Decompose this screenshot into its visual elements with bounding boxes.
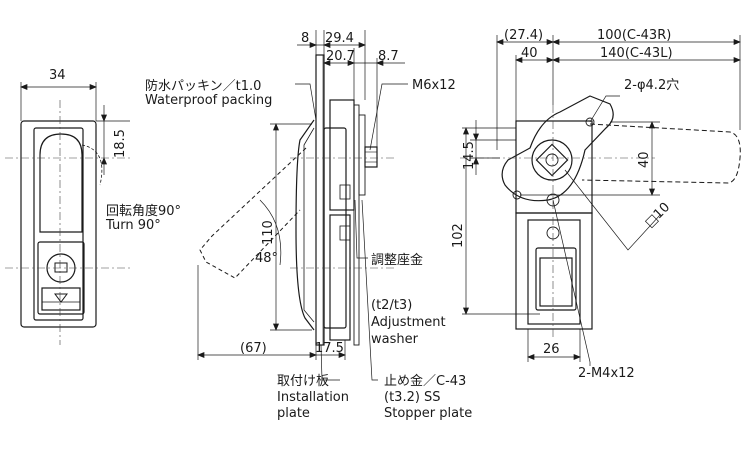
turn-label-en: Turn 90°	[105, 218, 161, 233]
front-keyhole	[54, 262, 68, 273]
m6-screw-head	[364, 146, 378, 168]
dim-back-102	[462, 127, 540, 315]
mounting-screw-lower	[339, 225, 351, 241]
latch-body-outline	[295, 119, 315, 331]
dim-side-110	[270, 123, 312, 331]
dim-8-7-label: 8.7	[378, 49, 399, 64]
dim-40v-label: 40	[637, 151, 652, 168]
hole-label: 2-φ4.2穴	[624, 78, 679, 93]
cam-hub	[531, 139, 573, 181]
back-view	[501, 95, 741, 330]
washer-label-en2: washer	[371, 332, 419, 347]
back-housing-lower	[515, 212, 593, 330]
dim-side-bottom	[197, 265, 346, 360]
dim-18-5-label: 18.5	[113, 129, 128, 158]
dim-102-label: 102	[451, 223, 466, 248]
plate-label-en1: Installation	[277, 390, 349, 405]
back-window-inner	[539, 257, 573, 307]
front-outer-body	[20, 120, 97, 328]
rear-housing	[323, 127, 347, 329]
front-pushbutton	[41, 287, 81, 311]
side-leaders	[295, 83, 408, 381]
packing-label-en: Waterproof packing	[145, 93, 272, 108]
m4-leader	[552, 199, 591, 366]
washer-label-t: (t2/t3)	[371, 298, 412, 313]
dim-back-top	[496, 35, 741, 150]
plate-label-jp: 取付け板	[277, 374, 329, 389]
stopper-plate	[358, 114, 366, 196]
back-housing-inner	[527, 219, 581, 325]
dim-back-40v	[520, 121, 660, 196]
dim-14-5-label: 14.5	[462, 141, 477, 170]
rear-housing-lower	[329, 214, 351, 341]
dim-front-width	[20, 82, 97, 121]
front-handle	[39, 133, 83, 233]
dim-26-label: 26	[543, 342, 560, 357]
front-inner-body	[33, 127, 84, 321]
plate-label-en2: plate	[277, 406, 310, 421]
packing-label-jp: 防水パッキン／t1.0	[145, 78, 261, 94]
dim-100-label: 100(C-43R)	[597, 28, 671, 43]
cam-square	[535, 143, 569, 177]
dim-27-4-label: (27.4)	[504, 28, 543, 43]
front-view	[20, 120, 97, 328]
m6-label: M6x12	[412, 78, 456, 93]
mounting-screw-upper	[339, 184, 351, 200]
m4-label: 2-M4x12	[578, 366, 635, 381]
square-label: □10	[642, 200, 673, 231]
side-view	[199, 54, 378, 346]
dim-48-label: 48°	[255, 251, 278, 266]
front-lower-panel	[37, 241, 85, 315]
angle-arc-48	[259, 199, 282, 266]
turn-arc	[81, 144, 103, 186]
back-window	[535, 247, 577, 311]
dim-34-label: 34	[49, 68, 66, 83]
washer-label-en1: Adjustment	[371, 315, 446, 330]
dim-8-label: 8	[301, 31, 309, 46]
dim-20-7-label: 20.7	[326, 49, 355, 64]
dim-40-label: 40	[521, 46, 538, 61]
dim-side-top	[297, 30, 405, 147]
dim-back-14-5	[470, 120, 516, 175]
dim-140-label: 140(C-43L)	[600, 46, 673, 61]
adjustment-washer	[353, 104, 360, 346]
front-centerlines	[5, 100, 130, 345]
washer-label-jp: 調整座金	[371, 252, 423, 268]
handle-open-position	[199, 147, 307, 279]
stopper-label-jp: 止め金／C-43	[384, 373, 466, 389]
hole-leader	[589, 95, 620, 123]
turn-label-jp: 回転角度90°	[106, 203, 181, 219]
stopper-cam	[501, 95, 614, 202]
stopper-label-en: Stopper plate	[384, 406, 472, 421]
dim-front-top	[96, 105, 130, 175]
dim-17-5-label: 17.5	[315, 341, 344, 356]
latch-tongue	[581, 123, 741, 184]
cam-center	[545, 153, 559, 167]
square-leader	[564, 169, 661, 251]
stopper-label-t: (t3.2) SS	[384, 390, 441, 405]
dim-67-label: (67)	[240, 341, 267, 356]
dim-110-label: 110	[261, 220, 276, 245]
dim-29-4-label: 29.4	[325, 31, 354, 46]
side-centerlines	[290, 157, 395, 269]
dim-back-26	[527, 329, 581, 362]
down-arrow-icon	[54, 293, 68, 303]
hole-upper	[585, 117, 595, 127]
